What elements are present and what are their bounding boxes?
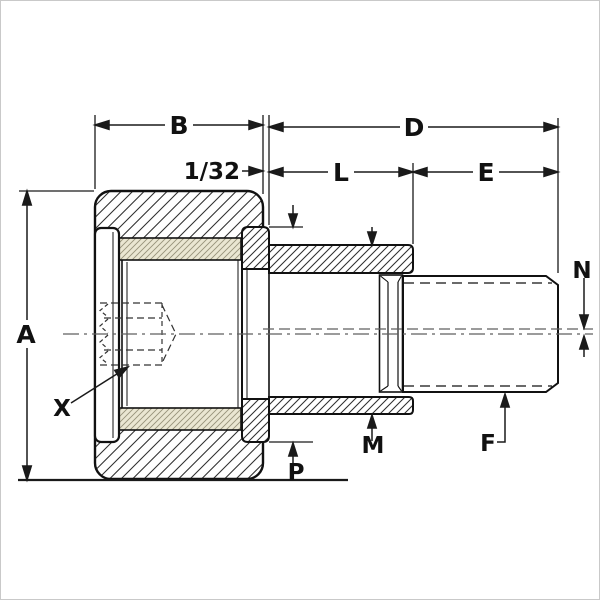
needle-rollers-bottom [118, 407, 242, 431]
x-leader [70, 371, 121, 404]
arrow-N-up [578, 333, 590, 350]
arrow-P-bottom [287, 440, 299, 457]
stud-flange-bottom [241, 398, 270, 443]
arrow-offset [248, 165, 266, 177]
dim-label-b: B [169, 111, 188, 140]
dim-label-p: P [288, 460, 305, 486]
dim-label-a: A [16, 320, 36, 349]
end-plate [93, 226, 121, 444]
label-bg [473, 158, 499, 185]
pilot-section-top [268, 244, 414, 274]
dim-label-f: F [480, 431, 496, 457]
stud-flange-top [241, 226, 270, 270]
label-bg [328, 158, 354, 185]
label-bg [400, 113, 428, 140]
arrow-E-right [543, 166, 561, 178]
label-bg [12, 320, 41, 348]
dim-label-x: X [53, 396, 71, 422]
dim-label-m: M [362, 433, 385, 459]
arrow-M-bottom [366, 412, 378, 429]
arrow-N-down [578, 314, 590, 331]
arrow-L-left [266, 166, 284, 178]
pilot-section-bottom [268, 396, 414, 415]
arrow-X [113, 365, 131, 379]
dim-label-offset: 1/32 [184, 159, 240, 185]
arrow-E-left [410, 166, 428, 178]
arrow-P-top [287, 213, 299, 230]
groove-chamfers [380, 275, 402, 392]
needle-rollers-top [118, 237, 242, 261]
arrow-F [499, 391, 511, 408]
arrow-B-left [92, 119, 110, 131]
dim-label-d: D [404, 113, 425, 142]
f-leader [497, 406, 506, 443]
part-geometry [63, 189, 593, 481]
label-bg [165, 111, 193, 138]
arrow-A-top [21, 188, 33, 206]
arrow-D-right [543, 121, 561, 133]
dim-label-e: E [477, 158, 494, 187]
dim-label-n: N [572, 258, 591, 284]
arrow-B-right [248, 119, 266, 131]
labels: B D L E A 1/32 N M P F X [12, 111, 592, 486]
dim-label-l: L [333, 158, 349, 187]
arrow-L-right [398, 166, 416, 178]
arrow-M-top [366, 231, 378, 248]
arrow-A-bottom [21, 465, 33, 483]
arrow-D-left [266, 121, 284, 133]
